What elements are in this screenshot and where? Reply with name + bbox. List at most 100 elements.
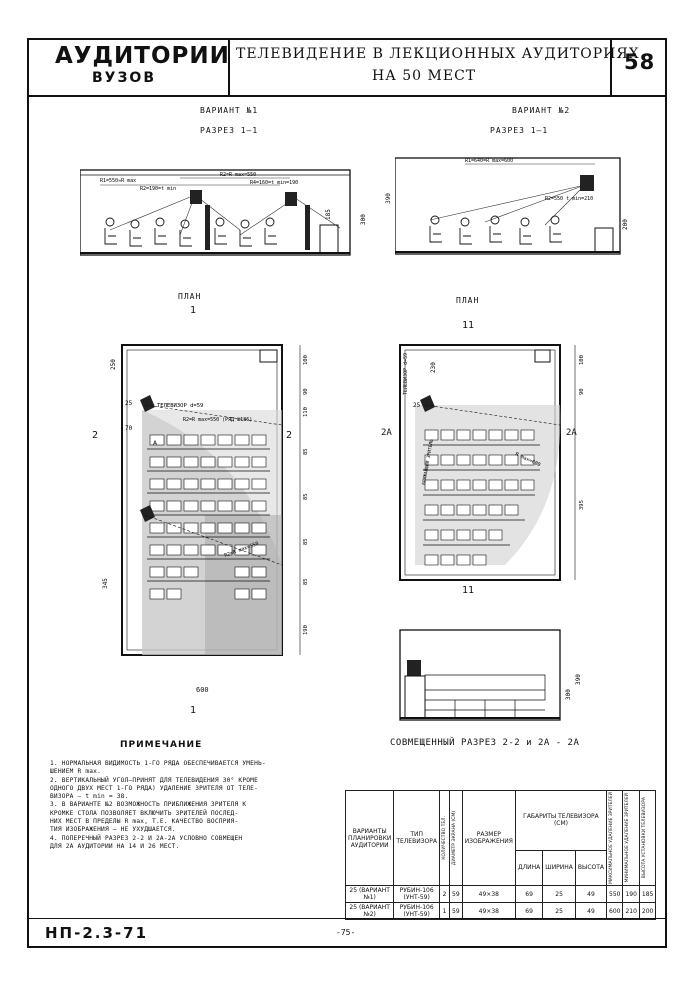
- v1-h-tv: 185: [325, 209, 332, 220]
- v1-angle-2: 70: [125, 425, 133, 432]
- table-row: 25 (ВАРИАНТ №2) РУБИН-106 (УНТ-59) 1 59 …: [344, 902, 657, 921]
- th-size: РАЗМЕР ИЗОБРАЖЕНИЯ: [461, 789, 516, 887]
- v1-dim-r0: 100: [303, 355, 309, 365]
- v2-h-tv: 200: [622, 219, 629, 230]
- th-wid: ШИРИНА: [542, 849, 576, 887]
- variant1-section-label: РАЗРЕЗ 1—1: [200, 126, 259, 135]
- variant2-section-drawing: R1=640=R max=600 R2=550 t min=210 200: [395, 157, 629, 255]
- th-hei: ВЫСОТА: [574, 849, 608, 887]
- note-line: НИХ МЕСТ В ПРЕДЕЛЫ R max, Т.Е. КАЧЕСТВО …: [50, 818, 239, 826]
- variant1-plan-drawing: А ТЕЛЕВИЗОР d=59 R2=R max=550 (РЯД №186)…: [110, 344, 309, 656]
- v1-r3-label: R2=R max=550: [220, 172, 256, 178]
- table-header-row: ВАРИАНТЫ ПЛАНИРОВКИ АУДИТОРИИ ТИП ТЕЛЕВИ…: [344, 789, 657, 887]
- cell: 49: [574, 902, 608, 921]
- th-len: ДЛИНА: [514, 849, 544, 887]
- note-line: КРОМКЕ СТОЛА ПОЗВОЛЯЕТ ВКЛЮЧИТЬ ЗРИТЕЛЕЙ…: [50, 809, 239, 817]
- v1-dim-600: 600: [196, 686, 209, 694]
- note-line: ДЛЯ 2А АУДИТОРИИ НА 14 И 26 МЕСТ.: [50, 842, 180, 850]
- v1-dim-345: 345: [101, 578, 109, 589]
- cell: 69: [514, 902, 544, 921]
- v1-dim-r6: 85: [303, 538, 309, 545]
- notes-title: ПРИМЕЧАНИЕ: [120, 740, 203, 750]
- header-separator-1: [228, 38, 230, 96]
- v1-dim-250: 250: [110, 359, 117, 370]
- header-divider: [27, 95, 667, 97]
- v2-angle: 25: [413, 402, 421, 409]
- v1-dim-r4: 85: [303, 448, 309, 455]
- v2-axis-bottom: 11: [462, 585, 475, 596]
- page-number: 58: [624, 50, 656, 74]
- notes-list: 1. НОРМАЛЬНАЯ ВИДИМОСТЬ 1-ГО РЯДА ОБЕСПЕ…: [50, 760, 350, 851]
- v1-dim-r7: 85: [303, 578, 309, 585]
- footer-code: НП-2.3-71: [45, 924, 149, 942]
- v2-dim-r2: 90: [579, 388, 585, 395]
- page-frame: [27, 38, 667, 948]
- note-line: 1. НОРМАЛЬНАЯ ВИДИМОСТЬ 1-ГО РЯДА ОБЕСПЕ…: [50, 760, 266, 767]
- v1-r1-label: R1=550≈R max: [100, 178, 136, 184]
- variant2-section-label: РАЗРЕЗ 1—1: [490, 126, 549, 135]
- v2-axis-right: 2А: [566, 428, 577, 438]
- th-tv-type: ТИП ТЕЛЕВИЗОРА: [393, 789, 440, 887]
- cell: 49×38: [461, 902, 516, 921]
- spec-table: ВАРИАНТЫ ПЛАНИРОВКИ АУДИТОРИИ ТИП ТЕЛЕВИ…: [344, 789, 657, 921]
- v1-dim-r9: 190: [303, 625, 309, 635]
- footer-divider: [27, 918, 667, 919]
- v1-dim-r5: 85: [303, 493, 309, 500]
- v2-tv-label: ТЕЛЕВИЗОР d=59: [403, 353, 409, 395]
- v2-axis-left: 2А: [381, 428, 392, 438]
- cell: 600: [606, 902, 624, 921]
- note-line: 2. ВЕРТИКАЛЬНЫЙ УГОЛ—ПРИНЯТ ДЛЯ ТЕЛЕВИДЕ…: [50, 776, 259, 784]
- page-title: ТЕЛЕВИДЕНИЕ В ЛЕКЦИОННЫХ АУДИТОРИЯХ: [236, 46, 640, 62]
- note-line: ТИЯ ИЗОБРАЖЕНИЯ — НЕ УХУДШАЕТСЯ.: [50, 826, 176, 834]
- header-separator-2: [610, 38, 612, 96]
- v1-dim-r2: 90: [303, 388, 309, 395]
- variant1-plan-axis: 1: [190, 305, 197, 316]
- cell: РУБИН-106 (УНТ-59): [393, 902, 440, 921]
- cell: 25 (ВАРИАНТ №2): [344, 902, 395, 921]
- v1-axis-bottom: 1: [190, 705, 197, 716]
- v2-r2-label: R2=550 t min=210: [545, 196, 593, 202]
- v1-row-letter: А: [153, 440, 158, 447]
- combined-section-title: СОВМЕЩЕННЫЙ РАЗРЕЗ 2-2 и 2А - 2А: [390, 738, 580, 748]
- th-min: МИНИМАЛЬНОЕ УДАЛЕНИЕ ЗРИТЕЛЕЙ: [622, 789, 640, 887]
- cell: 190: [622, 885, 640, 904]
- th-max: МАКСИМАЛЬНОЕ УДАЛЕНИЕ ЗРИТЕЛЕЙ: [606, 789, 624, 887]
- variant1-plan-label: ПЛАН: [178, 292, 202, 301]
- cell: 25 (ВАРИАНТ №1): [344, 885, 395, 904]
- combined-section-drawing: 390 300: [399, 629, 582, 721]
- v1-r-label: R2=R max=550 (РЯД №186): [183, 417, 252, 423]
- v1-r4-label: R4=160=t min=190: [250, 180, 298, 186]
- v1-h-inner: 300: [360, 214, 367, 225]
- cell: 1: [439, 902, 450, 921]
- note-line: ОДНОГО ДВУХ МЕСТ 1-ГО РЯДА) УДАЛЕНИЕ ЗРИ…: [50, 784, 259, 792]
- cell: 25: [542, 885, 576, 904]
- note-line: ШЕНИЕМ R max.: [50, 768, 102, 776]
- th-height: ВЫСОТА УСТАНОВКИ ТЕЛЕВИЗОРА: [638, 789, 657, 887]
- variant1-section-drawing: R1=550≈R max R2=190=t min R2=R max=550 R…: [80, 169, 367, 256]
- note-line: 3. В ВАРИАНТЕ №2 ВОЗМОЖНОСТЬ ПРИБЛИЖЕНИЯ…: [50, 801, 247, 809]
- section-title: АУДИТОРИИ: [55, 43, 230, 69]
- combined-dim-300: 300: [565, 689, 572, 700]
- cell: 49: [574, 885, 608, 904]
- cell: 49×38: [461, 885, 516, 904]
- table-subheader-row: ДЛИНА ШИРИНА ВЫСОТА: [346, 849, 656, 887]
- page-title-2: НА 50 МЕСТ: [372, 68, 477, 84]
- section-subtitle: ВУЗОВ: [92, 70, 156, 86]
- v1-tv-label: ТЕЛЕВИЗОР d=59: [157, 403, 203, 409]
- cell: 59: [449, 885, 463, 904]
- table-row: 25 (ВАРИАНТ №1) РУБИН-106 (УНТ-59) 2 59 …: [344, 885, 657, 904]
- v2-h-room: 390: [384, 193, 392, 204]
- cell: 59: [449, 902, 463, 921]
- cell: 2: [439, 885, 450, 904]
- note-line: ВИЗОРА — t min = 38.: [50, 793, 129, 801]
- v1-dim-r3: 110: [303, 407, 309, 417]
- cell: 210: [622, 902, 640, 921]
- v1-r2-label: R2=190=t min: [140, 186, 176, 192]
- note-line: 4. ПОПЕРЕЧНЫЙ РАЗРЕЗ 2-2 И 2А-2А УСЛОВНО…: [50, 834, 243, 842]
- v1-axis-right: 2: [286, 430, 293, 441]
- th-diag: ДИАМЕТР ЭКРАНА (СМ): [449, 789, 463, 887]
- cell: 185: [638, 885, 657, 904]
- variant2-plan-drawing: ТЕЛЕВИЗОР d=59 БЛИЖАЙШИЙ ЗРИТЕЛЬ R max=6…: [399, 344, 585, 581]
- combined-dim-390: 390: [575, 674, 582, 685]
- footer-page: -75-: [336, 928, 356, 937]
